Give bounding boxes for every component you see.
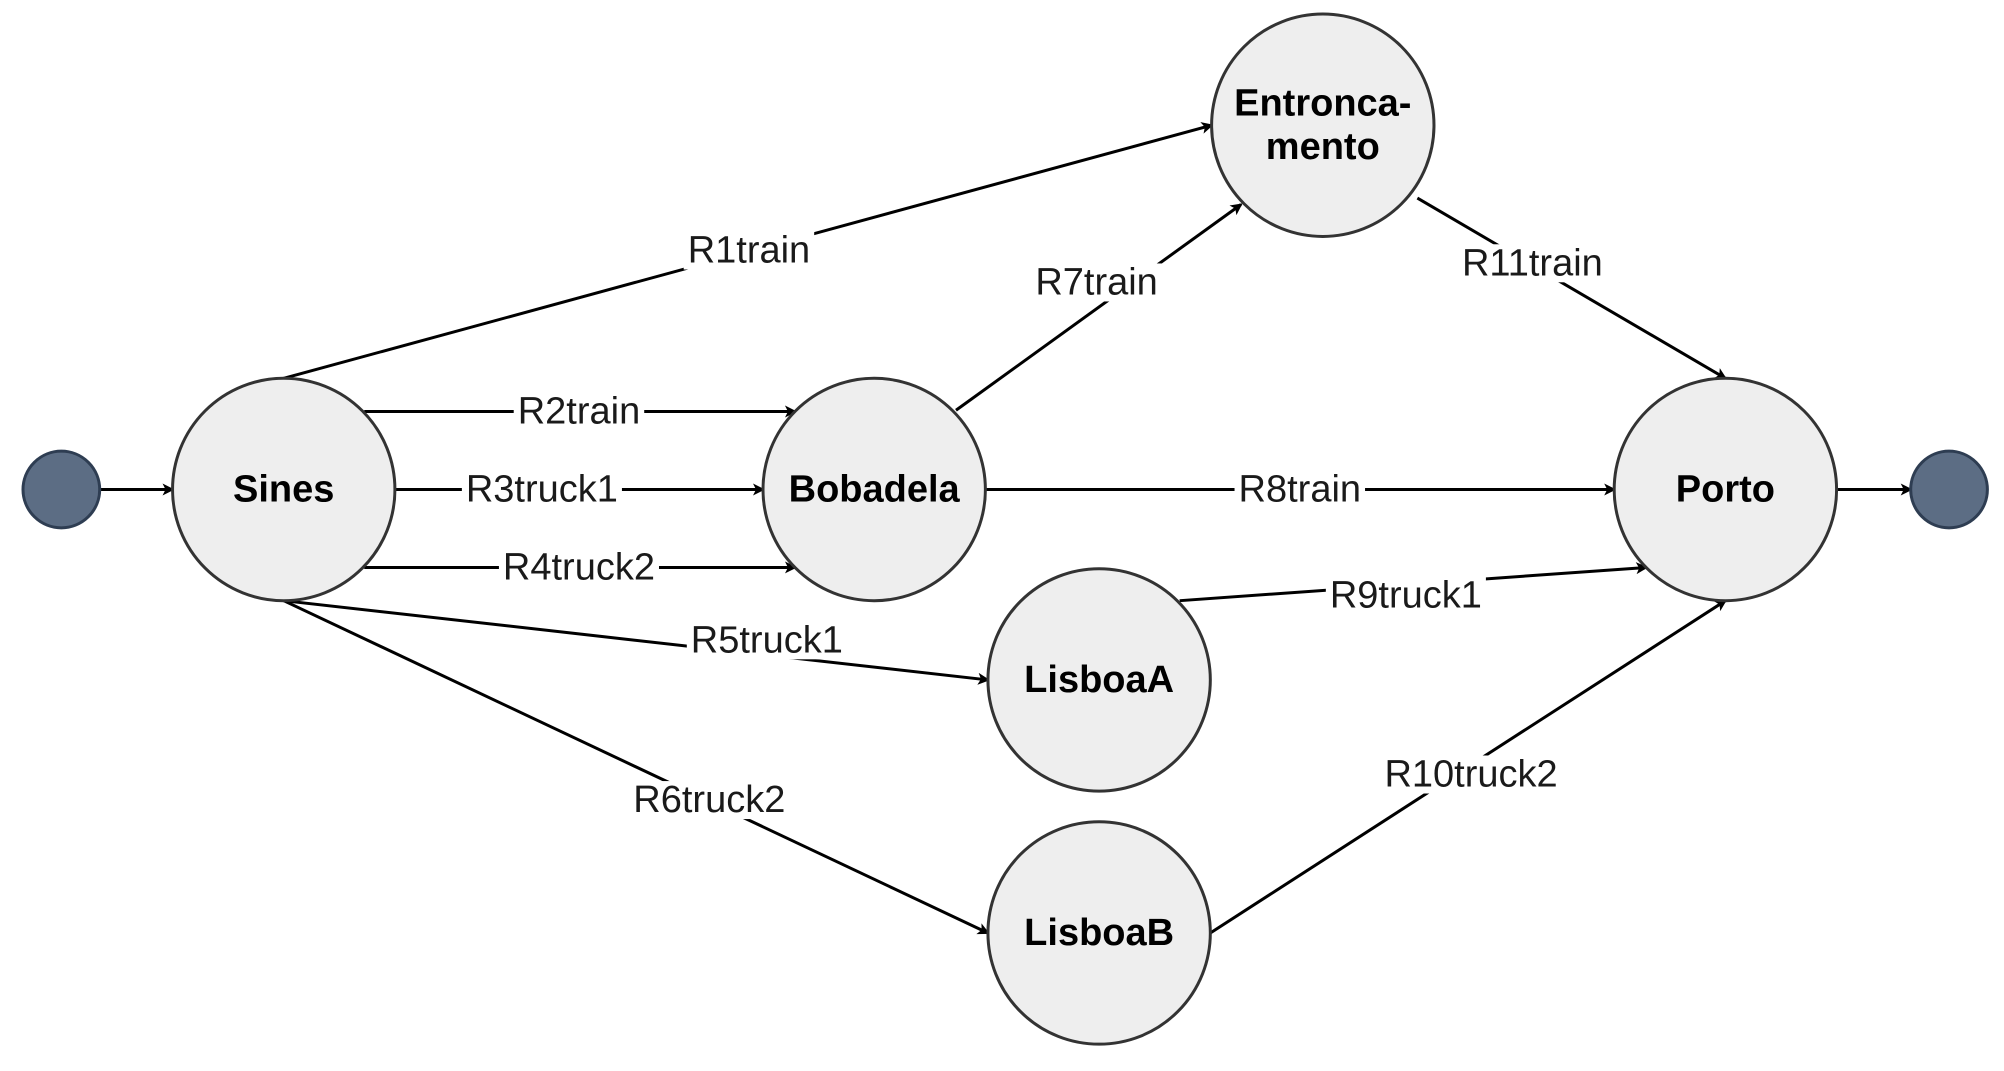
- node-circle-entroncamento: [1210, 12, 1436, 238]
- edge-label-bg-r9: [1325, 576, 1486, 615]
- node-label-bobadela: Bobadela: [789, 468, 961, 510]
- node-label-lisboaB: LisboaB: [1024, 912, 1174, 954]
- edge-label-text-r8: R8train: [1239, 468, 1362, 510]
- edge-r7-arrow: [955, 203, 1243, 412]
- node-label-lisboaA: LisboaA: [1024, 659, 1174, 701]
- node-bobadela: Bobadela: [761, 376, 987, 603]
- edge-label-bg-r7: [1031, 263, 1162, 302]
- edge-r6-arrow: [283, 599, 990, 935]
- edge-label-bg-r4: [498, 548, 659, 587]
- edge-label-text-r9: R9truck1: [1330, 575, 1482, 617]
- edge-label-r1: R1train: [683, 230, 815, 272]
- edge-label-r6: R6truck2: [629, 779, 790, 821]
- node-label-sines: Sines: [233, 468, 334, 510]
- edge-label-r2: R2train: [513, 391, 645, 433]
- edge-label-r7: R7train: [1031, 261, 1162, 303]
- node-sines: Sines: [171, 376, 397, 603]
- edge-label-bg-r2: [513, 392, 645, 431]
- node-lisboaA: LisboaA: [986, 567, 1212, 793]
- edge-label-bg-r3: [461, 470, 622, 509]
- node-circle-bobadela: [761, 376, 987, 603]
- terminal-end: [1909, 449, 1989, 530]
- edge-label-bg-r10: [1380, 755, 1562, 794]
- terminal-start: [21, 449, 102, 530]
- node-circle-porto: [1612, 376, 1839, 603]
- edge-label-text-r10: R10truck2: [1384, 754, 1557, 796]
- edge-label-bg-r5: [686, 621, 847, 660]
- edge-label-r11: R11train: [1457, 242, 1607, 284]
- edge-label-r5: R5truck1: [686, 619, 847, 661]
- edge-label-text-r5: R5truck1: [691, 619, 843, 661]
- edge-label-text-r7: R7train: [1035, 261, 1158, 303]
- node-label-entroncamento-line1: Entronca-: [1234, 83, 1411, 125]
- edge-label-bg-r6: [629, 781, 790, 820]
- edge-label-text-r1: R1train: [688, 230, 811, 272]
- node-porto: Porto: [1612, 376, 1839, 603]
- edge-label-text-r6: R6truck2: [633, 779, 785, 821]
- node-start: [21, 449, 102, 530]
- node-circle-lisboaA: [986, 567, 1212, 793]
- edge-label-r4: R4truck2: [498, 546, 659, 588]
- node-circle-lisboaB: [986, 820, 1212, 1046]
- node-label-porto: Porto: [1676, 468, 1775, 510]
- edge-label-r3: R3truck1: [461, 468, 622, 510]
- node-entroncamento: Entronca-mento: [1210, 12, 1436, 238]
- edge-r5-arrow: [283, 599, 990, 685]
- edge-label-text-r11: R11train: [1462, 242, 1603, 284]
- node-circle-sines: [171, 376, 397, 603]
- edge-label-bg-r8: [1234, 470, 1366, 509]
- edge-label-bg-r1: [683, 231, 815, 270]
- node-label-entroncamento-line2: mento: [1266, 126, 1380, 168]
- edge-label-text-r2: R2train: [518, 391, 641, 433]
- edge-label-text-r3: R3truck1: [466, 468, 618, 510]
- edge-label-r8: R8train: [1234, 468, 1366, 510]
- node-lisboaB: LisboaB: [986, 820, 1212, 1046]
- node-end: [1909, 449, 1989, 530]
- edge-r11-arrow: [1416, 196, 1728, 380]
- edge-label-bg-r11: [1457, 244, 1607, 283]
- edge-labels-layer: R1trainR2trainR3truck1R4truck2R5truck1R6…: [461, 230, 1607, 821]
- edge-label-r10: R10truck2: [1380, 754, 1562, 796]
- edge-label-text-r4: R4truck2: [503, 546, 655, 588]
- edge-label-r9: R9truck1: [1325, 575, 1486, 617]
